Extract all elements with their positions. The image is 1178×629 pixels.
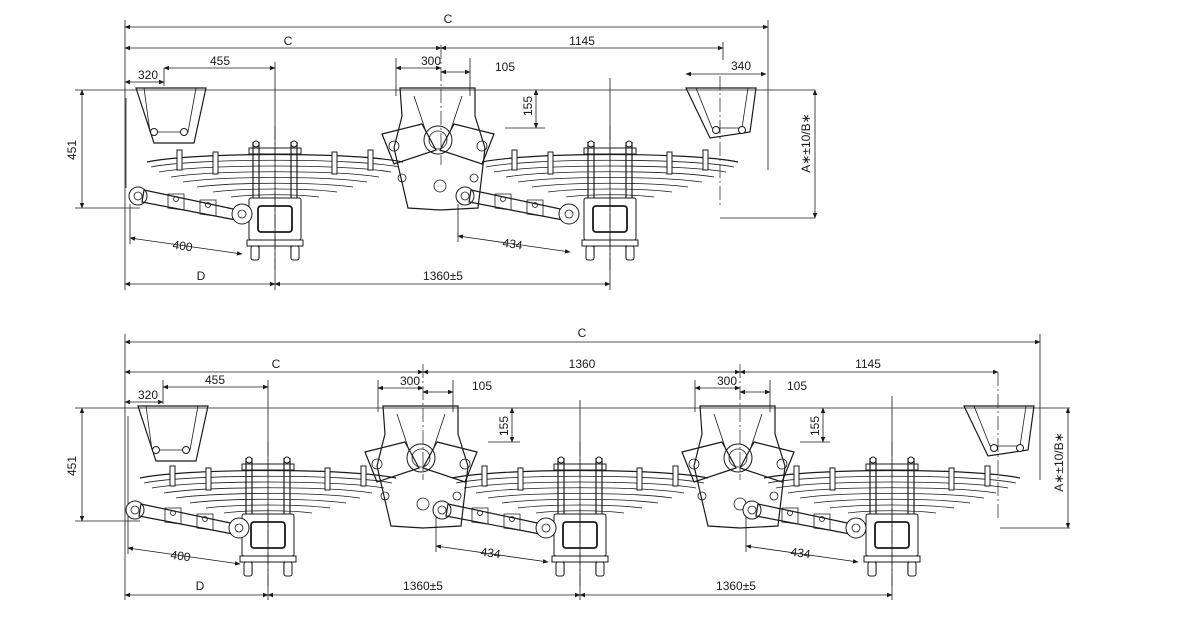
dim-front-bracket: 320 <box>138 388 158 402</box>
dim-hanger2-width: 300 <box>717 374 737 388</box>
dim-height: 451 <box>65 456 79 476</box>
dim-front-torque-arm: 400 <box>172 238 194 255</box>
dim-axle-spacing: 1360±5 <box>423 269 463 283</box>
dim-hanger1-offset: 105 <box>472 379 492 393</box>
dim-rear-torque-arm: 434 <box>502 236 524 253</box>
equalizer-hanger-1 <box>364 405 478 529</box>
dim-hanger-width: 300 <box>421 54 441 68</box>
dim-torque-arm-3: 434 <box>790 545 812 562</box>
dim-front-torque-arm: 400 <box>170 548 192 565</box>
dim-front-offset: D <box>196 579 205 593</box>
dim-rear-overhang: 1145 <box>855 357 881 371</box>
front-bracket <box>125 87 207 189</box>
rear-torque-arm <box>455 186 580 225</box>
dim-hanger2-offset: 105 <box>787 379 807 393</box>
dim-middle: 1360 <box>569 357 596 371</box>
dim-axle-spacing-2: 1360±5 <box>716 579 756 593</box>
two-axle-drawing: C C 1145 320 455 300 105 155 340 45 <box>65 12 818 290</box>
dim-height: 451 <box>65 140 79 160</box>
rear-bracket <box>963 405 1035 457</box>
front-torque-arm <box>128 186 253 225</box>
dim-hanger1-width: 300 <box>400 374 420 388</box>
dim-overall: C <box>578 326 587 340</box>
dim-hanger1-height: 155 <box>497 416 511 436</box>
dim-rear-bracket: 340 <box>731 59 751 73</box>
dim-hanger-height: 155 <box>521 96 535 116</box>
dim-front-to-axle: 455 <box>205 373 225 387</box>
dim-ride-height: A∗±10/B∗ <box>799 113 813 172</box>
dim-hanger-offset: 105 <box>495 60 515 74</box>
dim-first-section: C <box>284 34 293 48</box>
torque-arm-1 <box>125 500 250 539</box>
dim-front-bracket: 320 <box>138 68 158 82</box>
dim-axle-spacing-1: 1360±5 <box>403 579 443 593</box>
three-axle-drawing: C C 1360 1145 320 455 300 105 155 <box>65 326 1071 600</box>
dim-front-offset: D <box>197 269 206 283</box>
dim-hanger2-height: 155 <box>808 416 822 436</box>
dim-front-to-axle: 455 <box>210 54 230 68</box>
dim-rear-overhang: 1145 <box>569 34 595 48</box>
dim-overall: C <box>444 12 453 26</box>
dim-ride-height: A∗±10/B∗ <box>1052 432 1066 491</box>
dim-first-section: C <box>272 357 281 371</box>
front-bracket <box>127 405 209 507</box>
dim-torque-arm-2: 434 <box>480 545 502 562</box>
equalizer-hanger-2 <box>681 405 795 529</box>
rear-bracket <box>685 87 757 139</box>
